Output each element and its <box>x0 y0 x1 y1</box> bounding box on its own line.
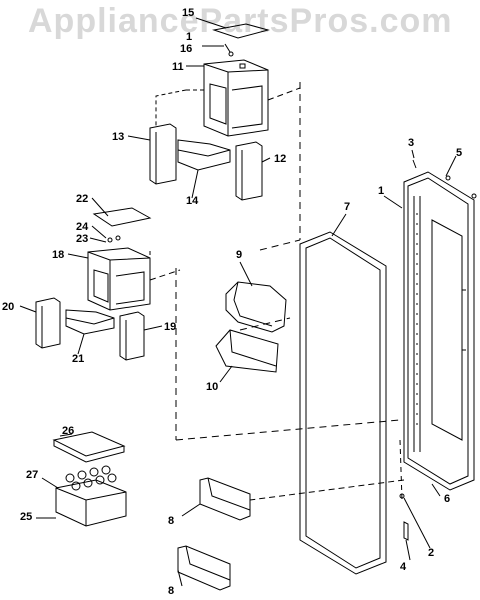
callout-21: 21 <box>72 353 84 365</box>
callout-18: 18 <box>52 249 64 261</box>
callout-26: 26 <box>62 425 74 437</box>
callout-1: 1 <box>378 185 384 197</box>
callout-3: 3 <box>408 137 414 149</box>
door-gasket <box>299 231 387 575</box>
callout-6: 6 <box>444 493 450 505</box>
callout-16: 16 <box>180 43 192 55</box>
callout-23: 23 <box>76 233 88 245</box>
callout-7: 7 <box>344 201 350 213</box>
callout-25: 25 <box>20 511 32 523</box>
callout-20: 20 <box>2 301 14 313</box>
callout-1-top: 1 <box>186 31 192 43</box>
callout-13: 13 <box>112 131 124 143</box>
callout-leaders <box>19 17 457 587</box>
callout-19: 19 <box>164 321 176 333</box>
callout-14: 14 <box>186 195 199 207</box>
lower-bin-assembly <box>35 207 181 361</box>
callout-2: 2 <box>428 547 434 559</box>
door-assembly <box>249 159 477 541</box>
upper-bin-assembly <box>149 23 301 201</box>
callout-11: 11 <box>172 61 184 73</box>
callout-15: 15 <box>182 7 194 19</box>
callout-9: 9 <box>236 249 242 261</box>
callout-24: 24 <box>76 221 89 233</box>
callout-27: 27 <box>26 469 38 481</box>
ice-tray-assembly <box>52 431 127 527</box>
callout-8-lower: 8 <box>168 585 174 597</box>
door-shelves <box>177 477 251 591</box>
callout-22: 22 <box>76 193 88 205</box>
callout-12: 12 <box>274 153 286 165</box>
callout-labels: 15 1 16 11 13 12 14 22 24 23 18 20 19 21… <box>2 7 462 597</box>
small-bins <box>215 281 287 373</box>
watermark: AppliancePartsPros.com <box>28 2 453 40</box>
callout-5: 5 <box>456 147 462 159</box>
callout-10: 10 <box>206 381 218 393</box>
callout-4: 4 <box>400 561 407 573</box>
callout-8-upper: 8 <box>168 515 174 527</box>
